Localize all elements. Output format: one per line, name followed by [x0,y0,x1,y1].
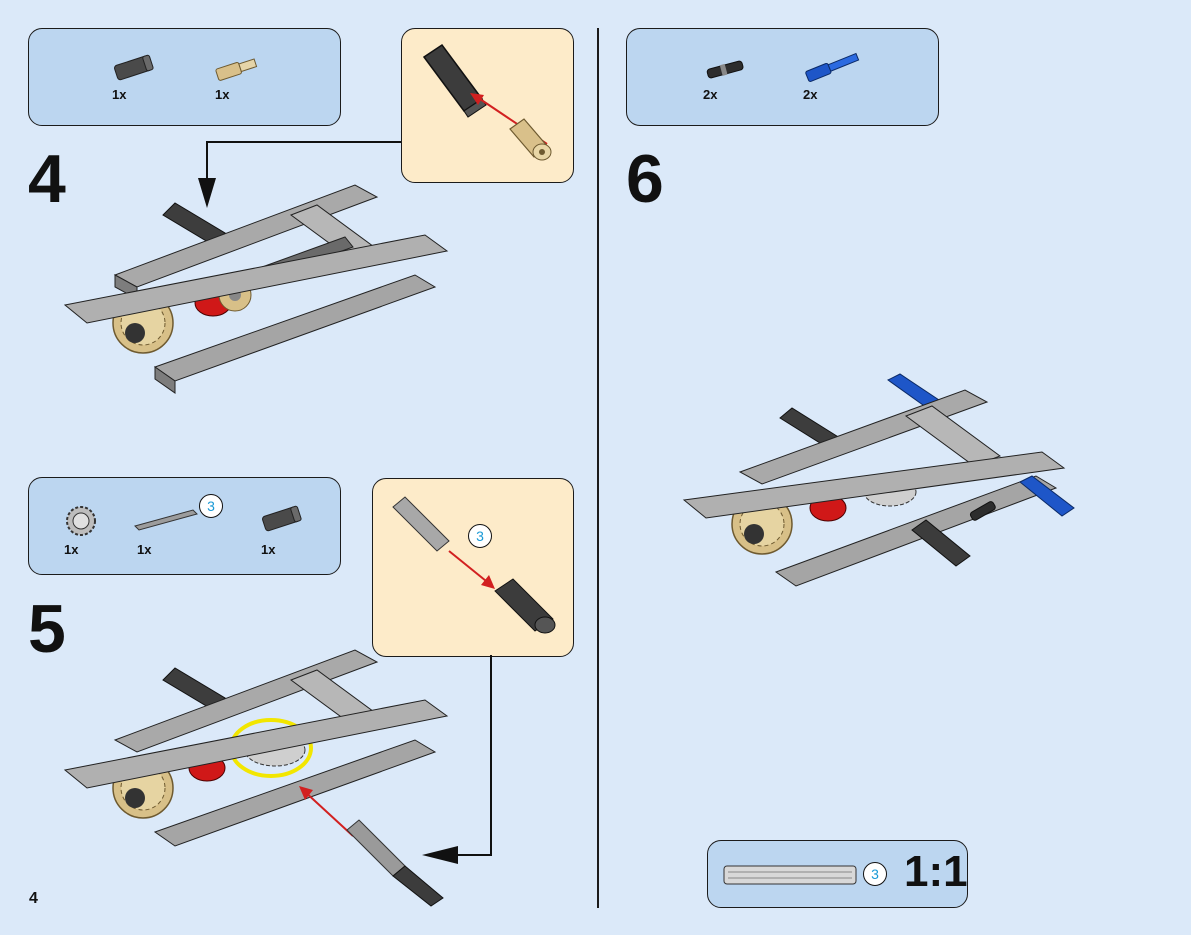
part-qty: 1x [112,87,127,102]
black-axle-connector-icon [346,819,444,907]
blue-axle-pin-icon [805,52,860,82]
step-4-parts-box: 1x 1x [28,28,341,126]
axle-3-icon [392,496,450,552]
step-4-callout [401,28,574,183]
axle-length-badge: 3 [199,494,223,518]
scale-length-badge: 3 [863,862,887,886]
tan-axle-pin-icon [509,118,552,161]
page-divider [597,28,599,908]
front-beam [63,234,449,394]
step-4-pointer-arrow [198,141,401,208]
step-number-4: 4 [28,141,66,217]
page-number: 4 [29,890,38,907]
scale-label: 1:1 [904,847,968,896]
black-axle-connector-icon [262,505,302,532]
step-6-assembly [682,373,1075,587]
callout-4-illustration [422,43,552,161]
black-pin-icon [706,60,744,79]
scale-box: 3 1:1 [707,840,968,908]
axle-3-scale-icon [723,865,857,885]
step-5-pointer-arrow [422,655,492,864]
part-qty: 1x [215,87,230,102]
step-number-6: 6 [626,141,664,217]
step-5-assembly [63,649,449,907]
connector-arrow [299,786,354,837]
axle-3-icon [134,509,198,531]
callout-5-illustration [392,496,556,634]
part-qty: 1x [137,542,152,557]
black-axle [162,667,226,711]
black-axle [162,202,226,246]
step-5-callout: 3 [372,478,574,657]
black-axle-connector-icon [911,519,971,567]
step-6-parts-box: 2x 2x [626,28,939,126]
step-5-parts-box: 3 1x 1x 1x [28,477,341,575]
blue-axle-pin-icon [1019,475,1075,517]
part-qty: 1x [261,542,276,557]
step-number-5: 5 [28,591,66,667]
part-qty: 1x [64,542,79,557]
gear-icon [66,506,96,536]
tan-axle-pin-icon [215,58,258,81]
black-axle-connector-icon [114,54,154,81]
cross-beam [904,405,1002,467]
black-axle-connector-icon [494,578,556,634]
black-pin-icon [969,501,996,521]
front-beam [63,699,449,847]
part-qty: 2x [803,87,818,102]
black-axle-connector-icon [422,43,487,118]
step-4-assembly [63,184,449,394]
callout-length-badge: 3 [468,524,492,548]
part-qty: 2x [703,87,718,102]
